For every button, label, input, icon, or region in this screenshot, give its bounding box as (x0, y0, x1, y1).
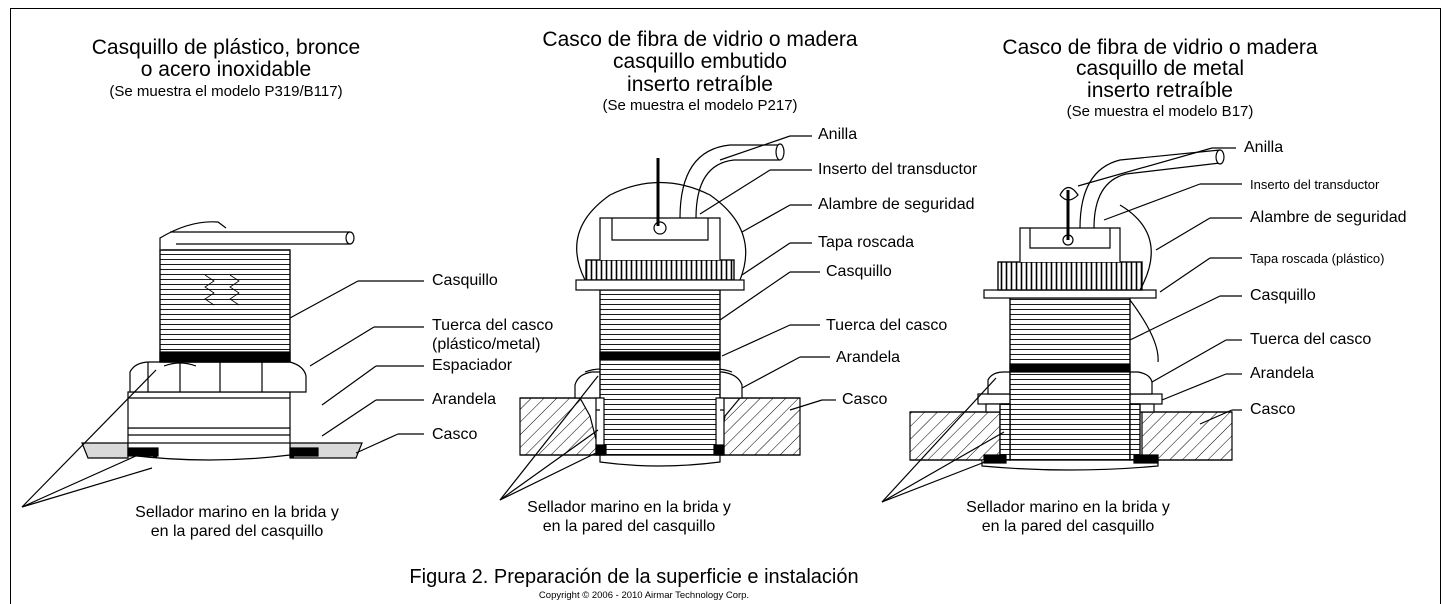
panel1-sealant-line1: Sellador marino en la brida y (135, 504, 339, 521)
panel3-title-line3: inserto retraíble (1087, 79, 1233, 102)
panel3-label-casco: Casco (1250, 401, 1296, 418)
panel3-label-arandela: Arandela (1250, 365, 1315, 382)
panel2-label-arandela: Arandela (836, 349, 901, 366)
panel3-drawing (881, 147, 1242, 503)
panel3-label-casquillo: Casquillo (1250, 287, 1316, 304)
figure-caption: Figura 2. Preparación de la superficie e… (409, 566, 859, 588)
panel2-title-line1: Casco de fibra de vidrio o madera (542, 28, 858, 51)
panel1-drawing (21, 221, 424, 508)
panel3-label-inserto: Inserto del transductor (1250, 177, 1380, 192)
panel1-label-arandela: Arandela (432, 391, 497, 408)
panel2-label-alambre: Alambre de seguridad (818, 196, 975, 213)
panel2-label-casco: Casco (842, 391, 888, 408)
panel2-title-line3: inserto retraíble (627, 73, 773, 96)
panel1-title-line2: o acero inoxidable (140, 58, 312, 81)
panel2-drawing (499, 135, 836, 501)
panel2-sealant-line1: Sellador marino en la brida y (527, 499, 731, 516)
panel1-label-casco: Casco (432, 426, 478, 443)
panel2-sealant-line2: en la pared del casquillo (542, 518, 716, 535)
copyright-notice: Copyright © 2006 - 2010 Airmar Technolog… (538, 590, 750, 601)
panel2-label-tuerca: Tuerca del casco (826, 317, 948, 334)
panel3-label-anilla: Anilla (1244, 139, 1284, 156)
panel3-sealant-line2: en la pared del casquillo (981, 518, 1155, 535)
panel2-label-inserto: Inserto del transductor (818, 161, 978, 178)
panel1-subtitle: (Se muestra el modelo P319/B117) (109, 83, 343, 100)
panel3-label-tapa: Tapa roscada (plástico) (1250, 251, 1385, 266)
panel1-title-line1: Casquillo de plástico, bronce (91, 36, 361, 59)
panel3-sealant-line1: Sellador marino en la brida y (966, 499, 1170, 516)
panel1-sealant-line2: en la pared del casquillo (150, 523, 324, 540)
panel1-label-tuerca-material: (plástico/metal) (432, 336, 541, 353)
panel2-label-casquillo: Casquillo (826, 263, 892, 280)
panel2-subtitle: (Se muestra el modelo P217) (602, 97, 798, 114)
panel2-label-anilla: Anilla (818, 126, 858, 143)
figure-frame (10, 8, 1441, 604)
panel2-title-line2: casquillo embutido (613, 50, 787, 73)
panel3-label-alambre: Alambre de seguridad (1250, 209, 1407, 226)
panel3-title-line1: Casco de fibra de vidrio o madera (1002, 36, 1318, 59)
panel1-label-tuerca: Tuerca del casco (432, 317, 554, 334)
panel1-label-casquillo: Casquillo (432, 272, 498, 289)
panel3-title-line2: casquillo de metal (1075, 57, 1245, 80)
panel3-subtitle: (Se muestra el modelo B17) (1066, 103, 1254, 120)
panel2-label-tapa: Tapa roscada (818, 234, 915, 251)
panel3-label-tuerca: Tuerca del casco (1250, 331, 1372, 348)
panel1-label-espaciador: Espaciador (432, 357, 513, 374)
